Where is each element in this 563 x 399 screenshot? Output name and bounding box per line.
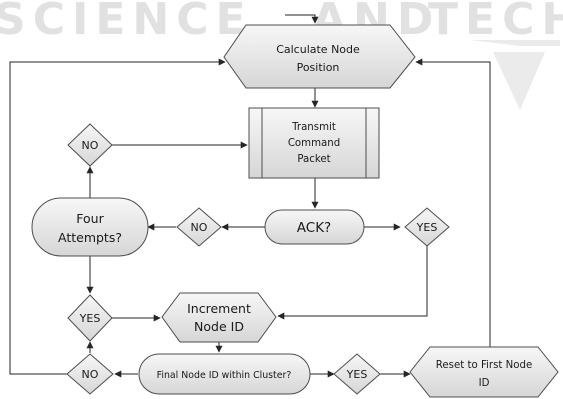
watermark-text-right: TECH [428,0,563,45]
node-final-check: Final Node ID within Cluster? [138,353,311,395]
watermark-text-left: SCIENCE [0,0,253,45]
node-attempts-no-label: NO [82,139,99,152]
node-attempts-yes: YES [67,294,113,342]
node-increment-line1: Increment [187,301,251,316]
edge-reset-to-calc [415,58,491,347]
node-increment-id: Increment Node ID [161,292,277,343]
node-reset-line1: Reset to First Node [436,360,532,371]
edge-entry [285,14,319,24]
node-attempts-no: NO [67,123,113,167]
watermark-logo-mark [470,40,560,110]
node-final-check-label: Final Node ID within Cluster? [157,370,292,381]
node-ack-no: NO [176,207,222,247]
node-transmit-line2: Command [288,138,340,149]
node-reset-first: Reset to First Node ID [409,346,559,398]
node-calculate-position: Calculate Node Position [223,24,416,89]
node-transmit-packet: Transmit Command Packet [248,107,380,179]
node-ack-yes: YES [404,207,450,247]
node-final-yes-label: YES [346,368,368,381]
node-four-attempts-line2: Attempts? [58,230,122,245]
node-attempts-yes-label: YES [79,312,101,325]
node-transmit-line3: Packet [297,154,330,165]
edge-ackyes-to-increment [277,246,428,320]
node-transmit-line1: Transmit [291,122,336,133]
node-increment-line2: Node ID [194,319,244,334]
node-four-attempts-line1: Four [76,211,104,226]
node-final-no-label: NO [82,368,99,381]
node-ack-label: ACK? [297,220,331,236]
node-ack-decision: ACK? [264,209,365,245]
node-four-attempts: Four Attempts? [31,197,149,257]
node-calculate-position-line2: Position [297,61,340,74]
node-calculate-position-line1: Calculate Node [276,43,360,56]
node-final-no: NO [66,353,114,395]
node-ack-no-label: NO [191,221,208,234]
node-final-yes: YES [333,353,381,395]
node-reset-line2: ID [479,378,490,389]
node-ack-yes-label: YES [416,221,438,234]
edge-no-to-calc [9,58,226,375]
